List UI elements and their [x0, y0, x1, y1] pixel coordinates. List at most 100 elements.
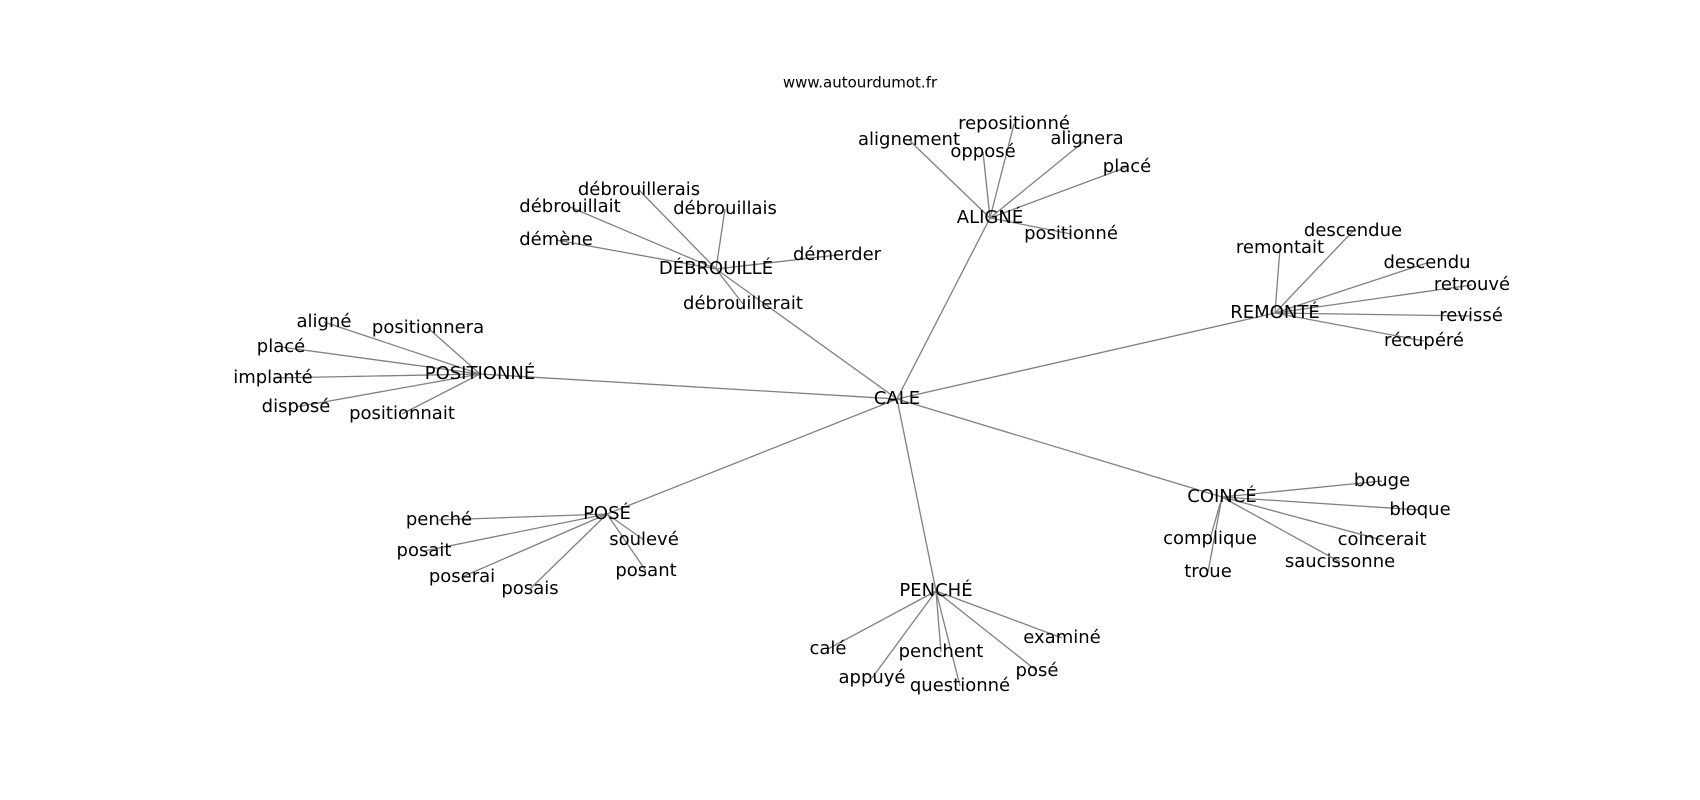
leaf-node: penchent — [899, 641, 984, 662]
hub-node: COINCÉ — [1187, 485, 1256, 507]
edge-leaf-3-1 — [427, 327, 481, 375]
leaf-node: remontait — [1236, 237, 1324, 258]
leaf-node: penché — [406, 509, 472, 530]
edge-leaf-6-0 — [935, 590, 1063, 639]
edge-leaf-2-2 — [1274, 262, 1428, 314]
hub-node: DÉBROUILLÉ — [659, 257, 773, 279]
edge-leaf-1-2 — [715, 208, 726, 270]
leaf-node: posait — [397, 540, 452, 561]
leaf-node: posant — [615, 560, 676, 581]
edge-center-4 — [606, 398, 898, 515]
leaf-node: placé — [257, 336, 305, 357]
graph-labels: www.autourdumot.fr CALEALIGNÉrepositionn… — [233, 74, 1510, 697]
edge-leaf-2-3 — [1274, 284, 1473, 314]
edge-leaf-5-5 — [1207, 496, 1223, 573]
edge-leaf-4-0 — [438, 513, 608, 521]
leaf-node: questionné — [910, 675, 1010, 696]
leaf-node: placé — [1103, 156, 1151, 177]
graph-edges — [272, 123, 1473, 687]
leaf-node: descendue — [1304, 220, 1402, 241]
leaf-node: disposé — [262, 396, 331, 417]
leaf-node: positionnait — [349, 403, 455, 424]
leaf-node: posé — [1016, 660, 1059, 681]
edge-leaf-2-5 — [1274, 312, 1425, 342]
leaf-node: débrouillait — [519, 196, 620, 217]
edge-center-6 — [896, 398, 937, 592]
edge-leaf-5-3 — [1221, 496, 1383, 541]
leaf-node: retrouvé — [1434, 274, 1510, 295]
edge-leaf-4-4 — [461, 513, 608, 578]
leaf-node: poserai — [429, 566, 495, 587]
edge-center-1 — [715, 268, 898, 400]
edge-leaf-5-0 — [1221, 480, 1383, 498]
leaf-node: alignement — [858, 129, 960, 150]
edge-center-2 — [896, 312, 1276, 400]
edge-leaf-2-4 — [1274, 312, 1472, 317]
edge-leaf-0-0 — [989, 123, 1015, 219]
leaf-node: débrouillais — [673, 198, 777, 219]
leaf-node: repositionné — [958, 113, 1070, 134]
hub-node: POSÉ — [583, 502, 631, 524]
leaf-node: démène — [519, 229, 593, 250]
source-label: www.autourdumot.fr — [783, 74, 938, 92]
leaf-node: appuyé — [838, 667, 905, 688]
leaf-node: troue — [1184, 561, 1232, 582]
leaf-node: saucissonne — [1285, 551, 1395, 572]
edge-leaf-0-5 — [989, 217, 1072, 235]
leaf-node: positionné — [1024, 223, 1118, 244]
edge-leaf-3-5 — [401, 373, 481, 415]
leaf-node: bouge — [1354, 470, 1410, 491]
edge-leaf-1-5 — [715, 268, 744, 305]
leaf-node: positionnera — [372, 317, 484, 338]
leaf-node: récupéré — [1384, 330, 1464, 351]
leaf-node: démerder — [793, 244, 882, 265]
leaf-node: alignera — [1050, 128, 1123, 149]
edge-leaf-0-2 — [982, 151, 991, 219]
leaf-node: complique — [1163, 528, 1257, 549]
edge-leaf-0-4 — [989, 166, 1128, 219]
edge-leaf-4-5 — [529, 513, 608, 590]
edge-leaf-1-3 — [555, 239, 717, 270]
edge-leaf-6-3 — [935, 590, 1038, 672]
edge-leaf-6-1 — [827, 590, 937, 650]
edge-leaf-4-2 — [423, 513, 608, 552]
edge-leaf-3-2 — [280, 346, 481, 375]
leaf-node: examiné — [1023, 627, 1100, 648]
leaf-node: débrouillerait — [683, 293, 803, 314]
leaf-node: soulevé — [609, 529, 679, 550]
edge-leaf-2-0 — [1274, 230, 1354, 314]
edge-leaf-5-4 — [1221, 496, 1341, 563]
leaf-node: opposé — [950, 141, 1015, 162]
leaf-node: calé — [809, 638, 846, 659]
edge-leaf-3-0 — [323, 321, 481, 375]
edge-leaf-6-5 — [935, 590, 961, 687]
edge-leaf-2-1 — [1274, 247, 1281, 314]
hub-node: REMONTÉ — [1230, 301, 1319, 323]
edge-center-0 — [896, 217, 991, 400]
edge-leaf-1-1 — [569, 206, 717, 270]
edge-leaf-4-3 — [606, 513, 647, 572]
edge-center-5 — [896, 398, 1223, 498]
leaf-node: bloque — [1389, 499, 1450, 520]
edge-leaf-5-2 — [1209, 496, 1223, 540]
edge-leaf-6-2 — [935, 590, 942, 653]
leaf-node: débrouillerais — [578, 179, 700, 200]
edge-leaf-0-1 — [908, 139, 991, 219]
edge-leaf-1-4 — [715, 254, 838, 270]
edge-center-3 — [479, 373, 898, 400]
leaf-node: implanté — [233, 367, 313, 388]
edge-leaf-5-1 — [1221, 496, 1421, 511]
edge-leaf-3-3 — [272, 373, 481, 379]
center-node: CALE — [874, 388, 920, 409]
hub-node: POSITIONNÉ — [425, 362, 536, 384]
leaf-node: revissé — [1439, 305, 1503, 326]
edge-leaf-3-4 — [295, 373, 481, 408]
hub-node: PENCHÉ — [899, 579, 972, 601]
leaf-node: coincerait — [1338, 529, 1427, 550]
edge-leaf-1-0 — [638, 189, 717, 270]
edge-leaf-4-1 — [606, 513, 645, 541]
edge-leaf-0-3 — [989, 138, 1088, 219]
leaf-node: posais — [501, 578, 558, 599]
leaf-node: aligné — [297, 311, 352, 332]
